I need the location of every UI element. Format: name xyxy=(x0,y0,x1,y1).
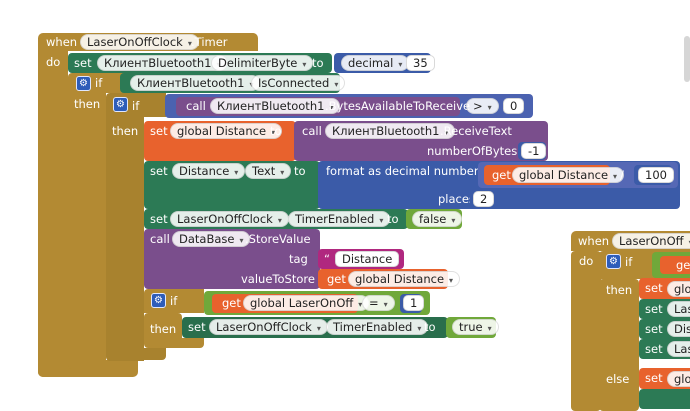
value-to-store-label: valueToStore xyxy=(241,272,315,286)
get-label: get xyxy=(327,272,346,286)
timer-event-body xyxy=(38,51,68,377)
decimal-dropdown[interactable]: decimal xyxy=(341,55,410,71)
get-label: get xyxy=(222,296,241,310)
then-label: then xyxy=(150,322,177,336)
if-bytes-footer xyxy=(106,348,166,360)
then-label: then xyxy=(74,97,101,111)
set-label: set xyxy=(150,212,168,226)
call-label: call xyxy=(186,99,206,113)
set-label: set xyxy=(645,371,663,385)
divisor-value[interactable]: 100 xyxy=(638,167,674,183)
second-row-1-dropdown[interactable]: glob xyxy=(667,281,690,297)
number-of-bytes-label: numberOfBytes xyxy=(427,144,518,158)
if-label: if xyxy=(132,99,140,113)
if-label: if xyxy=(625,255,633,269)
get-laser-dropdown[interactable]: global LaserOnOff xyxy=(243,295,370,311)
do-label: do xyxy=(579,254,594,268)
false-dropdown[interactable]: false xyxy=(412,211,463,227)
timer-false-property-dropdown[interactable]: TimerEnabled xyxy=(288,211,391,227)
delimiter-component-dropdown[interactable]: КлиентBluetooth1 xyxy=(97,55,228,71)
set-label: set xyxy=(150,164,168,178)
then-label: then xyxy=(112,124,139,138)
tag-quote-open: “ xyxy=(324,252,330,266)
tag-label: tag xyxy=(289,252,308,266)
divide-operator-label: / xyxy=(620,168,624,182)
event-name-label: .Timer xyxy=(191,35,228,49)
equals-operator-dropdown[interactable]: = xyxy=(362,295,395,311)
receive-method-label: .ReceiveText xyxy=(440,124,512,138)
second-if-get-label: ge xyxy=(676,258,690,272)
store-method-label: .StoreValue xyxy=(245,232,311,246)
second-event-body xyxy=(571,251,601,411)
second-row-4-dropdown[interactable]: Las xyxy=(667,341,690,357)
if-connected-gear-icon[interactable]: ⚙ xyxy=(76,76,91,91)
event-component-dropdown[interactable]: LaserOnOffClock xyxy=(80,34,199,50)
if-bytes-gear-icon[interactable]: ⚙ xyxy=(113,97,128,112)
compare-value[interactable]: 0 xyxy=(503,98,525,114)
when-label: when xyxy=(578,234,610,248)
set-label: set xyxy=(645,322,663,336)
set-label: set xyxy=(645,281,663,295)
places-label: places xyxy=(438,192,475,206)
tag-value[interactable]: Distance xyxy=(335,251,400,267)
number-of-bytes-value[interactable]: -1 xyxy=(521,143,547,159)
database-component-dropdown[interactable]: DataBase xyxy=(172,231,251,247)
isconnected-component-dropdown[interactable]: КлиентBluetooth1 xyxy=(130,75,261,91)
get-label: get xyxy=(492,168,511,182)
if-connected-body xyxy=(68,93,106,369)
second-event-component-dropdown[interactable]: LaserOnOff xyxy=(612,233,690,249)
second-row-3-dropdown[interactable]: Dist xyxy=(667,321,690,337)
tag-quote-close: ” xyxy=(392,252,398,266)
to-label: to xyxy=(312,56,324,70)
delimiter-property-dropdown[interactable]: DelimiterByte xyxy=(211,55,314,71)
if-laser-gear-icon[interactable]: ⚙ xyxy=(151,293,166,308)
to-label: to xyxy=(270,124,282,138)
to-label: to xyxy=(424,320,436,334)
call-label: call xyxy=(150,232,170,246)
second-if-get-block[interactable] xyxy=(660,256,690,274)
get-distance-dropdown[interactable]: global Distance xyxy=(512,167,625,183)
bytes-component-dropdown[interactable]: КлиентBluetooth1 xyxy=(210,98,341,114)
true-dropdown[interactable]: true xyxy=(452,319,499,335)
laser-value[interactable]: 1 xyxy=(403,295,425,311)
set-label: set xyxy=(645,302,663,316)
compare-operator-dropdown[interactable]: > xyxy=(466,98,499,114)
call-label: call xyxy=(302,124,322,138)
second-else-next-row[interactable] xyxy=(639,389,690,409)
timer-true-property-dropdown[interactable]: TimerEnabled xyxy=(326,319,429,335)
bytes-method-label: .BytesAvailableToReceive xyxy=(325,99,471,113)
if-laser-footer xyxy=(144,338,204,348)
distance-component-dropdown[interactable]: Distance xyxy=(172,163,246,179)
places-value[interactable]: 2 xyxy=(473,191,495,207)
do-label: do xyxy=(46,55,61,69)
timer-false-component-dropdown[interactable]: LaserOnOffClock xyxy=(170,211,289,227)
isconnected-property-dropdown[interactable]: IsConnected xyxy=(251,75,346,91)
second-if-gear-icon[interactable]: ⚙ xyxy=(606,254,621,269)
distance-property-dropdown[interactable]: Text xyxy=(245,163,292,179)
set-label: set xyxy=(645,342,663,356)
to-label: to xyxy=(294,164,306,178)
store-distance-dropdown[interactable]: global Distance xyxy=(348,271,461,287)
decimal-value[interactable]: 35 xyxy=(406,55,435,71)
set-label: set xyxy=(74,56,92,70)
set-label: set xyxy=(188,320,206,334)
if-bytes-body xyxy=(106,117,144,361)
set-label: set xyxy=(150,124,168,138)
to-label: to xyxy=(387,212,399,226)
then-label: then xyxy=(606,283,633,297)
timer-true-component-dropdown[interactable]: LaserOnOffClock xyxy=(209,319,328,335)
second-row-2-dropdown[interactable]: Las xyxy=(667,301,690,317)
second-else-dropdown[interactable]: glob xyxy=(667,371,690,387)
if-label: if xyxy=(170,294,178,308)
receive-component-dropdown[interactable]: КлиентBluetooth1 xyxy=(325,123,456,139)
when-label: when xyxy=(46,35,78,49)
else-label: else xyxy=(606,372,630,386)
if-label: if xyxy=(95,76,103,90)
second-if-body xyxy=(599,279,639,411)
workspace-vertical-scrollbar[interactable] xyxy=(684,36,690,82)
if-connected-footer xyxy=(68,360,138,369)
global-distance-dropdown[interactable]: global Distance xyxy=(170,123,283,139)
format-label: format as decimal number xyxy=(326,164,479,178)
